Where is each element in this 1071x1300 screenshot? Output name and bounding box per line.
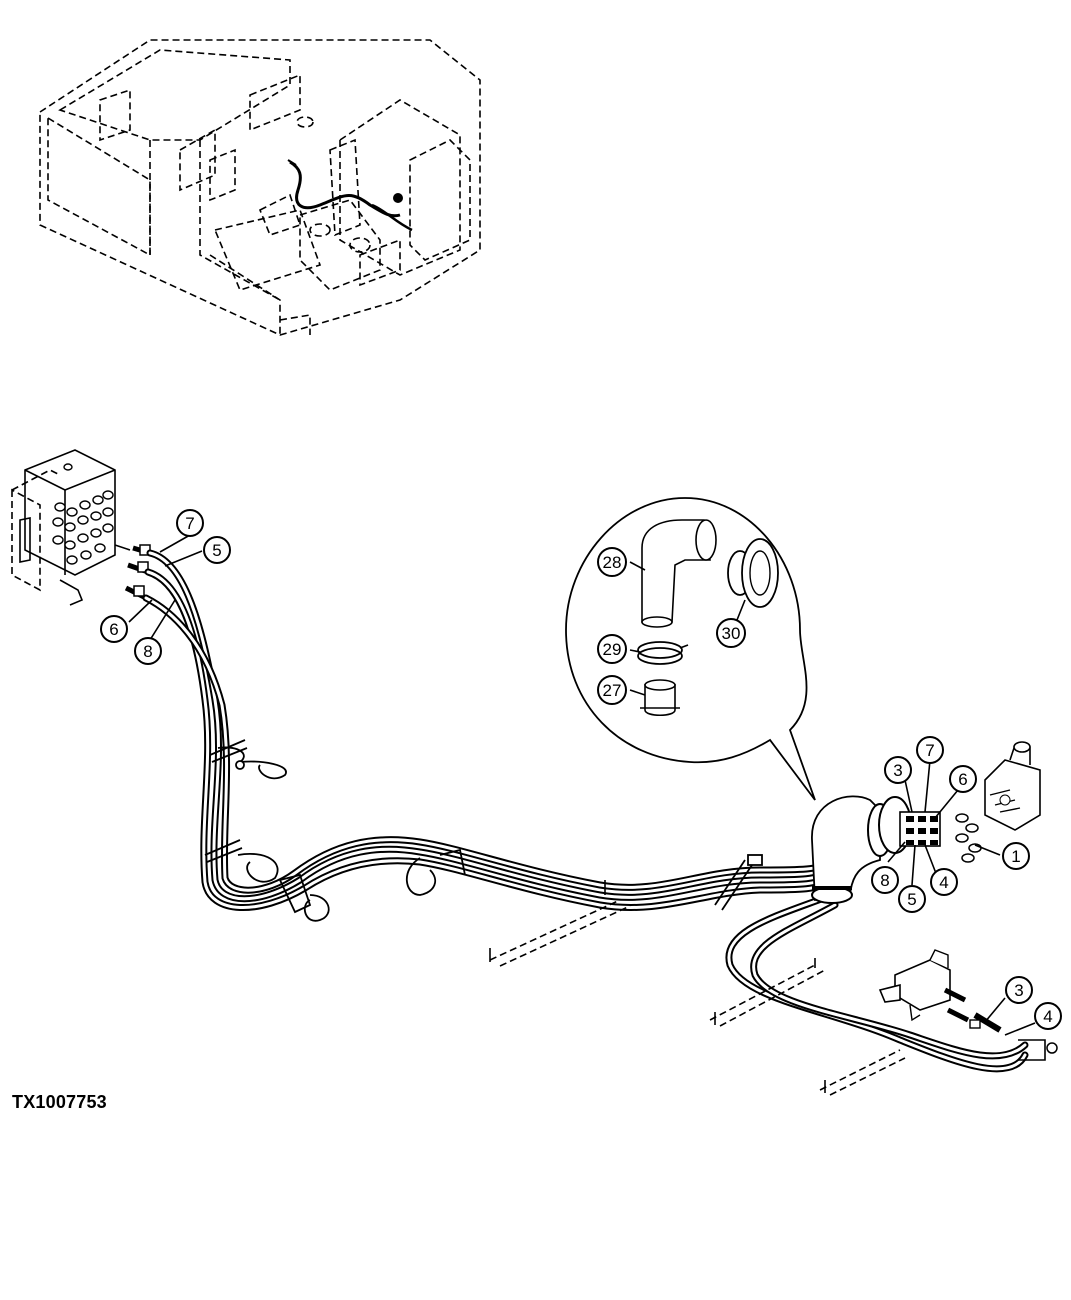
callout-6: 6 xyxy=(100,615,128,643)
callout-6-right: 6 xyxy=(949,765,977,793)
callout-4-lower: 4 xyxy=(1034,1002,1062,1030)
callout-7-right: 7 xyxy=(916,736,944,764)
callout-27-label: 27 xyxy=(603,681,622,700)
callout-7: 7 xyxy=(176,509,204,537)
callout-4-right-label: 4 xyxy=(939,873,948,892)
callout-27: 27 xyxy=(597,675,627,705)
callout-7-right-label: 7 xyxy=(925,741,934,760)
callout-8: 8 xyxy=(134,637,162,665)
pilot-valve-right xyxy=(984,741,1041,831)
callout-28-label: 28 xyxy=(603,553,622,572)
callout-3-right-label: 3 xyxy=(893,761,902,780)
machine-outline xyxy=(39,39,481,336)
callout-5-right-label: 5 xyxy=(907,890,916,909)
pilot-control-valve xyxy=(11,449,131,606)
callout-3-lower-label: 3 xyxy=(1014,981,1023,1000)
callout-5-right: 5 xyxy=(898,885,926,913)
callout-30-label: 30 xyxy=(722,624,741,643)
callout-6-right-label: 6 xyxy=(958,770,967,789)
callout-1-label: 1 xyxy=(1011,847,1020,866)
callout-29-label: 29 xyxy=(603,640,622,659)
machine-harness xyxy=(287,159,413,232)
callout-4-lower-label: 4 xyxy=(1043,1007,1052,1026)
callout-5: 5 xyxy=(203,536,231,564)
hose-clamps xyxy=(204,739,763,922)
hose-bundle xyxy=(142,549,1029,1073)
callout-8-label: 8 xyxy=(143,642,152,661)
callout-28: 28 xyxy=(597,547,627,577)
figure-id-label: TX1007753 xyxy=(12,1092,107,1112)
callout-3-right: 3 xyxy=(884,756,912,784)
callout-3-lower: 3 xyxy=(1005,976,1033,1004)
callout-4-right: 4 xyxy=(930,868,958,896)
callout-8-right: 8 xyxy=(871,866,899,894)
lower-valve xyxy=(878,949,1058,1061)
callout-1: 1 xyxy=(1002,842,1030,870)
callout-8-right-label: 8 xyxy=(880,871,889,890)
detail-bubble xyxy=(565,497,816,801)
leader-lines xyxy=(128,534,1036,1036)
callout-5-label: 5 xyxy=(212,541,221,560)
callout-7-label: 7 xyxy=(185,514,194,533)
callout-30: 30 xyxy=(716,618,746,648)
callout-29: 29 xyxy=(597,634,627,664)
right-fittings xyxy=(899,811,982,863)
frame-members xyxy=(489,880,906,1096)
callout-6-label: 6 xyxy=(109,620,118,639)
